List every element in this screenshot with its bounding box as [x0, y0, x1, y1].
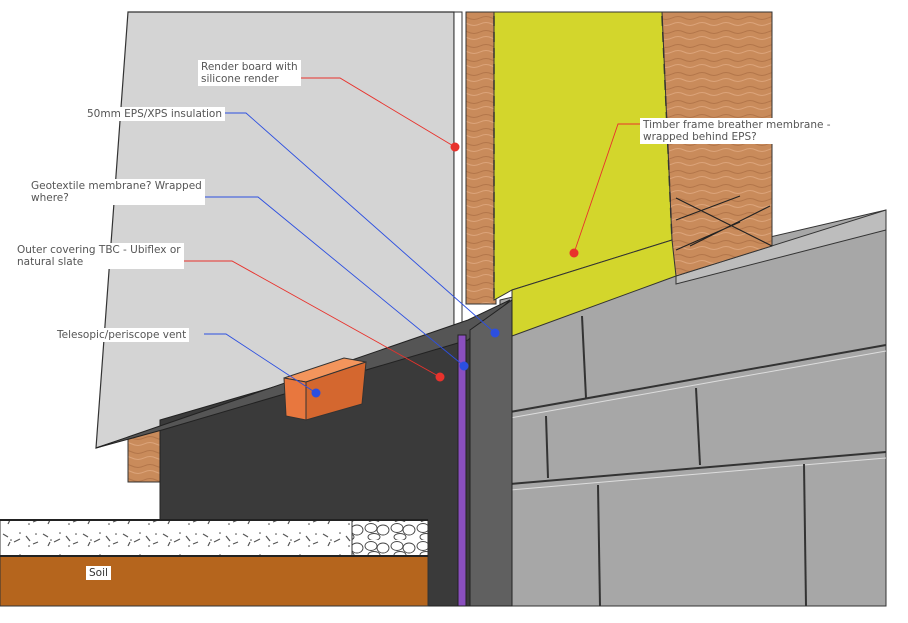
markers — [311, 142, 579, 398]
leader-insulation — [222, 112, 496, 334]
marker-geotextile — [459, 361, 469, 371]
marker-render-board — [450, 142, 460, 152]
vent — [283, 357, 367, 421]
label-soil: Soil — [86, 566, 111, 580]
blockwork-wall — [499, 209, 887, 607]
leader-breather — [573, 123, 640, 254]
leader-vent — [204, 333, 317, 394]
label-render-board: Render board with silicone render — [198, 60, 301, 86]
label-geotextile: Geotextile membrane? Wrapped where? — [28, 179, 205, 205]
marker-breather — [569, 248, 579, 258]
insulation-strip — [457, 334, 467, 607]
marker-insulation — [490, 328, 500, 338]
label-breather: Timber frame breather membrane - wrapped… — [640, 118, 834, 144]
label-vent: Telesopic/periscope vent — [54, 328, 190, 342]
label-outer-covering: Outer covering TBC - Ubiflex or natural … — [14, 243, 184, 269]
marker-vent — [311, 388, 321, 398]
breather-membrane — [493, 11, 677, 337]
ground — [0, 519, 429, 607]
marker-outer-covering — [435, 372, 445, 382]
timber-frame — [127, 11, 773, 483]
label-insulation: 50mm EPS/XPS insulation — [84, 107, 226, 121]
